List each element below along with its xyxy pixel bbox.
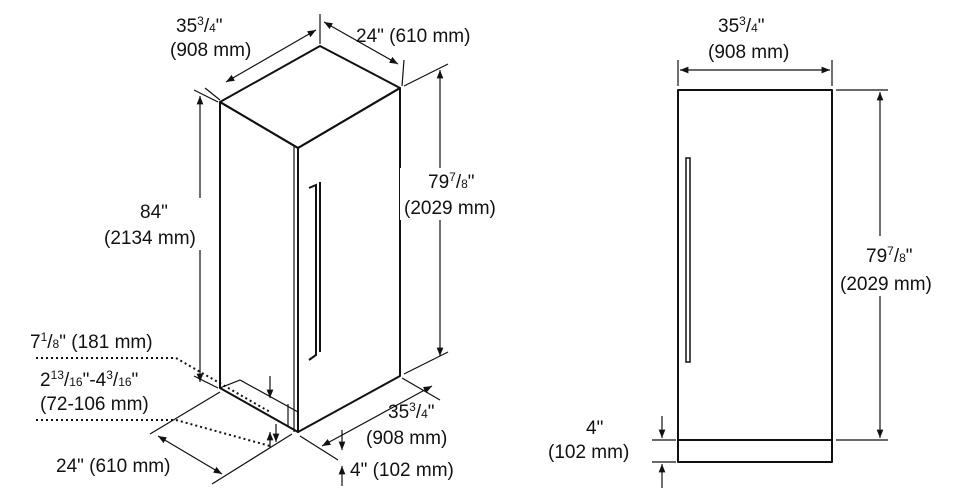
front-height-mm: (2029 mm)	[840, 274, 932, 295]
ext-line	[401, 377, 441, 401]
iso-kick-range-label: 213/16"-43/16"	[40, 368, 138, 391]
iso-toe-label: 4" (102 mm)	[350, 460, 454, 481]
door-handle	[308, 183, 317, 361]
cabinet-top-face	[219, 45, 401, 149]
front-height-label: 797/8"	[866, 244, 913, 267]
isometric-view: 353/4" (908 mm) 24" (610 mm) 84" (2134 m…	[30, 14, 500, 486]
dim-line-top-depth	[323, 21, 399, 65]
front-view: 353/4" (908 mm) 797/8" (2029 mm) 4" (102…	[548, 14, 952, 488]
leader-kick-height	[36, 357, 271, 413]
iso-width-bottom-label: 353/4"	[388, 400, 435, 423]
cabinet-door-face	[297, 87, 401, 433]
iso-top-depth-label: 24" (610 mm)	[356, 26, 470, 47]
front-width-label: 353/4"	[718, 14, 765, 37]
front-width-mm: (908 mm)	[708, 42, 789, 63]
dim-line-top-width	[225, 29, 317, 83]
front-cabinet	[677, 89, 833, 463]
iso-cabinet-height-label: 797/8"	[428, 170, 475, 193]
ext-line	[403, 63, 449, 87]
ext-line	[401, 59, 405, 87]
iso-kick-range-mm: (72-106 mm)	[40, 394, 149, 415]
iso-cabinet-height-mm: (2029 mm)	[404, 198, 496, 219]
leader-kick-range	[36, 419, 271, 447]
cabinet-side-face	[219, 101, 299, 433]
iso-kick-height-label: 71/8" (181 mm)	[30, 330, 153, 353]
dim-line-bottom-width	[321, 385, 433, 447]
iso-overall-height-mm: (2134 mm)	[104, 228, 196, 249]
ext-line	[149, 391, 221, 435]
ext-line	[211, 433, 293, 485]
dim-line-bottom-depth	[157, 435, 223, 475]
iso-overall-height-in: 84"	[140, 202, 168, 223]
iso-depth-bottom-label: 24" (610 mm)	[56, 456, 170, 477]
front-toe-in: 4"	[586, 418, 603, 439]
ext-line	[299, 435, 339, 461]
front-door-handle	[685, 157, 691, 363]
iso-top-width-mm: (908 mm)	[170, 40, 251, 61]
ext-line	[193, 89, 219, 103]
ext-line	[403, 351, 449, 375]
iso-width-bottom-mm: (908 mm)	[366, 428, 447, 449]
ext-line	[204, 87, 221, 101]
ext-line	[193, 375, 219, 389]
front-toe-mm: (102 mm)	[548, 442, 629, 463]
iso-top-width-label: 353/4"	[176, 14, 223, 37]
toe-kick	[218, 379, 299, 434]
